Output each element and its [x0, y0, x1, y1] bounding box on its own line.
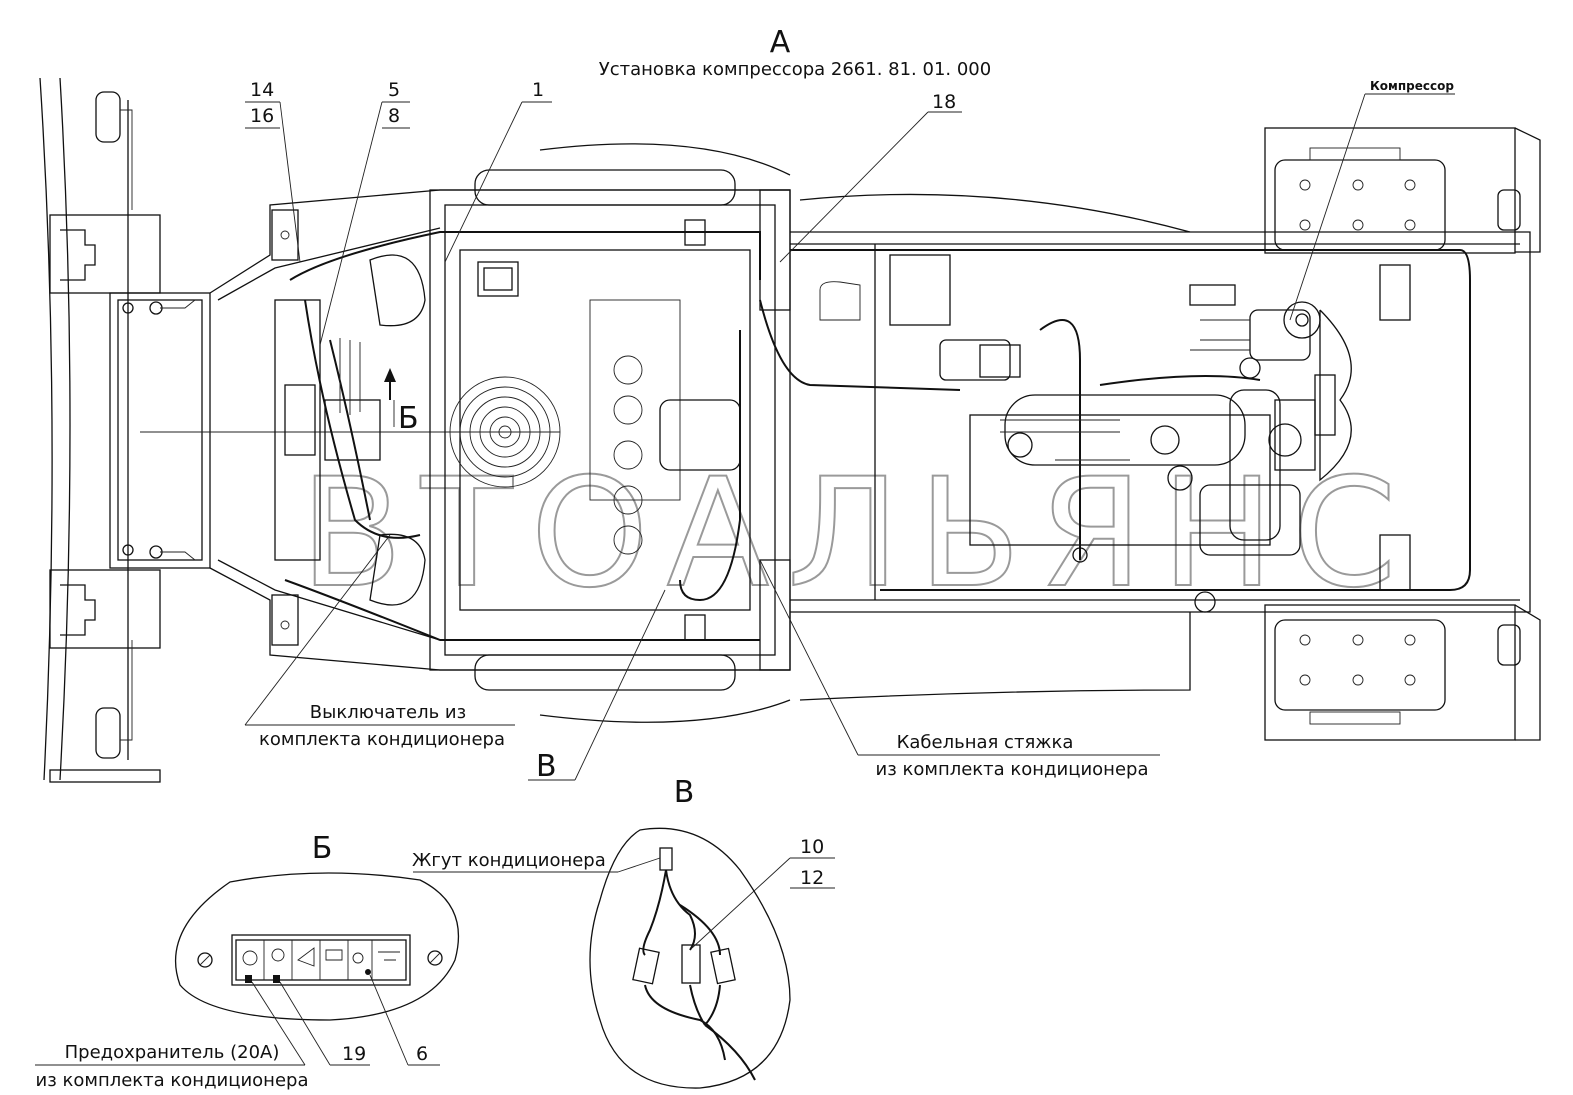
- switch-note-line1: Выключатель из: [310, 702, 466, 723]
- fuse-note-line1: Предохранитель (20А): [65, 1042, 280, 1063]
- battery-bottom: [1264, 604, 1541, 741]
- callout-5: 5: [388, 79, 400, 101]
- callout-8: 8: [388, 105, 400, 127]
- cab: Б: [209, 143, 791, 723]
- callouts-top: 14 16 5 8 1 18 Компрессор: [245, 79, 1455, 346]
- fan-grille: [449, 376, 561, 488]
- callout-16: 16: [250, 105, 274, 127]
- tie-note-line2: из комплекта кондиционера: [876, 759, 1149, 780]
- callout-12: 12: [800, 867, 824, 889]
- callout-14: 14: [250, 79, 274, 101]
- callout-18: 18: [932, 91, 956, 113]
- detail-view-b: Б: [174, 831, 459, 1021]
- switch-note-line2: комплекта кондиционера: [259, 729, 505, 750]
- callout-10: 10: [800, 836, 824, 858]
- chassis-frame: [790, 193, 1531, 701]
- watermark: ВТОАЛЬЯНС: [300, 447, 1415, 621]
- view-v-marker: В: [536, 749, 557, 784]
- switch-note: Выключатель из комплекта кондиционера: [244, 534, 515, 750]
- drawing-title: Установка компрессора 2661. 81. 01. 000: [599, 59, 991, 80]
- fuse-callouts: Предохранитель (20А) из комплекта кондиц…: [35, 974, 440, 1091]
- engine: [939, 309, 1352, 613]
- cable-tie-note: Кабельная стяжка из комплекта кондиционе…: [759, 559, 1160, 780]
- detail-view-v: В Жгут кондиционера 10 12: [412, 775, 835, 1089]
- view-v-title: В: [674, 775, 695, 810]
- fuse-note-line2: из комплекта кондиционера: [36, 1070, 309, 1091]
- callout-19: 19: [342, 1043, 366, 1065]
- callout-1: 1: [532, 79, 544, 101]
- harness-label: Жгут кондиционера: [412, 850, 606, 871]
- front-axle: [39, 77, 560, 783]
- tie-note-line1: Кабельная стяжка: [897, 732, 1074, 753]
- callout-6: 6: [416, 1043, 428, 1065]
- battery-top: [1264, 127, 1541, 254]
- view-label: А: [770, 25, 791, 60]
- view-b-marker: Б: [398, 401, 419, 436]
- compressor: [1189, 284, 1321, 361]
- view-v-pointer: В: [528, 589, 666, 784]
- compressor-label: Компрессор: [1370, 79, 1454, 93]
- view-b-title: Б: [312, 831, 333, 866]
